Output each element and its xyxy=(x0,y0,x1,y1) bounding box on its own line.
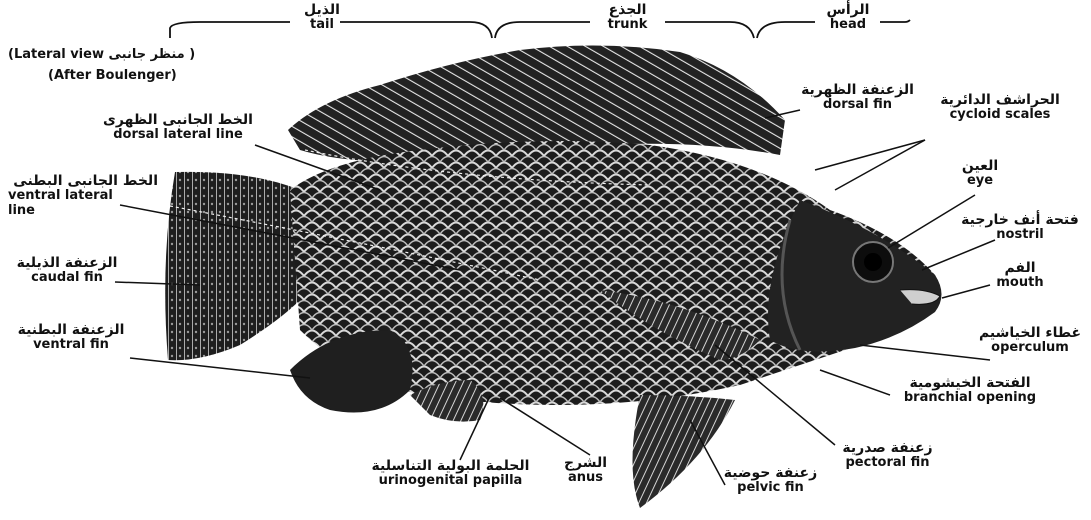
caption-source: (After Boulenger) xyxy=(48,69,195,84)
eye-arabic: العين xyxy=(955,158,1005,174)
operculum-arabic: غطاء الخياشيم xyxy=(975,325,1085,341)
region-brackets xyxy=(170,20,910,38)
branchial-opening-arabic: الفتحة الخيشومية xyxy=(880,375,1060,391)
pelvic-fin-arabic: زعنفة حوضية xyxy=(718,465,823,481)
label-eye: العين eye xyxy=(955,158,1005,189)
label-pelvic-fin: زعنفة حوضية pelvic fin xyxy=(718,465,823,496)
anus-english: anus xyxy=(548,471,623,486)
region-head: الرأس head xyxy=(816,2,880,33)
ventral-fin-english: ventral fin xyxy=(16,338,126,353)
mouth-english: mouth xyxy=(990,276,1050,291)
region-head-english: head xyxy=(816,18,880,33)
pointer-cycloid-1 xyxy=(815,140,925,170)
view-caption: (Lateral view ( منظر جانبى (After Boulen… xyxy=(8,48,195,84)
branchial-opening-english: branchial opening xyxy=(880,391,1060,406)
caption-arabic: ( منظر جانبى xyxy=(108,47,195,62)
label-ventral-fin: الزعنفة البطنية ventral fin xyxy=(16,322,126,353)
view-caption-line1: (Lateral view ( منظر جانبى xyxy=(8,48,195,63)
ventral-lateral-line-english2: line xyxy=(8,204,158,219)
caudal-fin-arabic: الزعنفة الذيلية xyxy=(12,255,122,271)
label-anus: الشرج anus xyxy=(548,455,623,486)
pointer-nostril xyxy=(922,240,995,270)
label-nostril: فتحة أنف خارجية nostril xyxy=(955,212,1085,243)
nostril-arabic: فتحة أنف خارجية xyxy=(955,212,1085,228)
region-trunk: الجذع trunk xyxy=(590,2,665,33)
label-caudal-fin: الزعنفة الذيلية caudal fin xyxy=(12,255,122,286)
ventral-fin-shape xyxy=(290,330,413,413)
ventral-lateral-line-english1: ventral lateral xyxy=(8,189,158,204)
anus-arabic: الشرج xyxy=(548,455,623,471)
mouth-arabic: الفم xyxy=(990,260,1050,276)
ventral-lateral-line-arabic: الخط الجانبى البطنى xyxy=(8,173,158,189)
pointer-ventral-fin xyxy=(130,358,310,378)
pointer-anus xyxy=(500,398,590,455)
operculum-english: operculum xyxy=(975,341,1085,356)
pointer-operculum xyxy=(860,345,990,360)
cycloid-scales-arabic: الحراشف الدائرية xyxy=(925,92,1075,108)
region-tail-arabic: الذيل xyxy=(292,2,352,18)
region-trunk-arabic: الجذع xyxy=(590,2,665,18)
caption-english: (Lateral view xyxy=(8,47,104,62)
label-pectoral-fin: زعنفة صدرية pectoral fin xyxy=(830,440,945,471)
pelvic-fin-english: pelvic fin xyxy=(718,481,823,496)
region-trunk-english: trunk xyxy=(590,18,665,33)
label-mouth: الفم mouth xyxy=(990,260,1050,291)
pointer-mouth xyxy=(942,285,990,298)
urinogenital-papilla-english: urinogenital papilla xyxy=(358,474,543,489)
nostril-english: nostril xyxy=(955,228,1085,243)
label-urinogenital-papilla: الحلمة البولية التناسلية urinogenital pa… xyxy=(358,458,543,489)
label-branchial-opening: الفتحة الخيشومية branchial opening xyxy=(880,375,1060,406)
fish-illustration xyxy=(165,45,941,508)
ventral-fin-arabic: الزعنفة البطنية xyxy=(16,322,126,338)
dorsal-lateral-line-arabic: الخط الجانبى الظهرى xyxy=(98,112,258,128)
pointer-cycloid-2 xyxy=(835,140,925,190)
label-ventral-lateral-line: الخط الجانبى البطنى ventral lateral line xyxy=(8,173,158,219)
urinogenital-papilla-arabic: الحلمة البولية التناسلية xyxy=(358,458,543,474)
pectoral-fin-arabic: زعنفة صدرية xyxy=(830,440,945,456)
pectoral-fin-english: pectoral fin xyxy=(830,456,945,471)
region-head-arabic: الرأس xyxy=(816,2,880,18)
label-cycloid-scales: الحراشف الدائرية cycloid scales xyxy=(925,92,1075,123)
region-tail: الذيل tail xyxy=(292,2,352,33)
eye-english: eye xyxy=(955,174,1005,189)
dorsal-fin-arabic: الزعنفة الظهرية xyxy=(800,82,915,98)
dorsal-fin-english: dorsal fin xyxy=(800,98,915,113)
caudal-fin-shape xyxy=(165,172,300,360)
label-operculum: غطاء الخياشيم operculum xyxy=(975,325,1085,356)
label-dorsal-lateral-line: الخط الجانبى الظهرى dorsal lateral line xyxy=(98,112,258,143)
region-tail-english: tail xyxy=(292,18,352,33)
label-dorsal-fin: الزعنفة الظهرية dorsal fin xyxy=(800,82,915,113)
dorsal-lateral-line-english: dorsal lateral line xyxy=(98,128,258,143)
cycloid-scales-english: cycloid scales xyxy=(925,108,1075,123)
caudal-fin-english: caudal fin xyxy=(12,271,122,286)
